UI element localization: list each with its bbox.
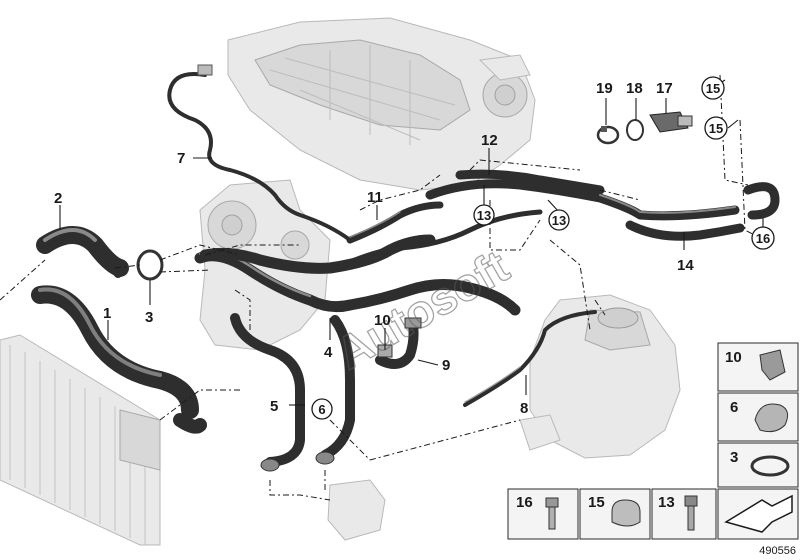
callout-14: 14 bbox=[677, 257, 694, 274]
hose-4-engine-main bbox=[194, 234, 521, 316]
hose-clamp-icon bbox=[750, 455, 790, 477]
radiator bbox=[0, 334, 161, 546]
callout-6-label: 6 bbox=[318, 402, 325, 417]
screw-icon bbox=[684, 495, 698, 531]
legend-label-16: 16 bbox=[516, 494, 533, 511]
callout-6-circled: 6 bbox=[311, 398, 333, 420]
legend-label-6: 6 bbox=[730, 399, 738, 416]
callout-3: 3 bbox=[145, 309, 153, 326]
hose-1-radiator-upper bbox=[31, 285, 207, 434]
leader-lines bbox=[59, 79, 764, 406]
callout-18: 18 bbox=[626, 80, 643, 97]
callout-4: 4 bbox=[324, 344, 333, 361]
hose-8-tank-line bbox=[463, 310, 597, 407]
callout-15b-label: 15 bbox=[709, 121, 723, 136]
legend-item-3: 3 bbox=[717, 442, 799, 488]
legend-item-16: 16 bbox=[507, 488, 579, 540]
callout-19: 19 bbox=[596, 80, 613, 97]
hose-11-upper-pipe bbox=[346, 201, 543, 263]
engine-cylinder-head bbox=[227, 17, 536, 191]
clip-icon bbox=[759, 349, 786, 381]
callout-7: 7 bbox=[177, 150, 185, 167]
callout-17: 17 bbox=[656, 80, 673, 97]
part-19-clamp bbox=[596, 125, 620, 145]
hose-2-upper-short bbox=[36, 226, 129, 278]
document-number: 490556 bbox=[759, 545, 796, 557]
expansion-tank bbox=[519, 294, 681, 459]
legend-item-10: 10 bbox=[717, 342, 799, 392]
callout-9: 9 bbox=[442, 357, 450, 374]
callout-16-circled: 16 bbox=[751, 226, 775, 250]
clamp-icon bbox=[611, 499, 641, 527]
callout-12: 12 bbox=[481, 132, 498, 149]
callout-13b-circled: 13 bbox=[548, 209, 570, 231]
legend-item-arrow bbox=[717, 488, 799, 540]
thermostat-housing bbox=[327, 479, 386, 541]
callout-5: 5 bbox=[270, 398, 278, 415]
callout-15a-label: 15 bbox=[706, 81, 720, 96]
part-3-clamp bbox=[136, 249, 164, 281]
callout-11: 11 bbox=[367, 189, 383, 206]
assembly-dash-lines bbox=[0, 74, 761, 501]
callout-2: 2 bbox=[54, 190, 62, 207]
legend-label-3: 3 bbox=[730, 449, 738, 466]
legend-item-15: 15 bbox=[579, 488, 651, 540]
part-18-oring bbox=[626, 119, 644, 141]
bolt-icon bbox=[545, 497, 559, 530]
bracket-icon bbox=[754, 403, 789, 433]
legend-item-6: 6 bbox=[717, 392, 799, 442]
callout-13a-circled: 13 bbox=[473, 204, 495, 226]
callout-15b-circled: 15 bbox=[704, 116, 728, 140]
hose-5-lower-vertical bbox=[230, 313, 355, 472]
callout-8: 8 bbox=[520, 400, 528, 417]
legend-item-13: 13 bbox=[651, 488, 717, 540]
hose-9-heater-feed bbox=[375, 317, 422, 369]
callout-13b-label: 13 bbox=[552, 213, 566, 228]
legend-label-10: 10 bbox=[725, 349, 742, 366]
callout-16-label: 16 bbox=[756, 231, 770, 246]
callout-13a-label: 13 bbox=[477, 208, 491, 223]
callout-1: 1 bbox=[103, 305, 111, 322]
callout-10: 10 bbox=[374, 312, 391, 329]
legend-label-13: 13 bbox=[658, 494, 675, 511]
legend-label-15: 15 bbox=[588, 494, 605, 511]
hose-7-vent-line bbox=[167, 64, 352, 242]
part-17-valve bbox=[649, 111, 693, 133]
direction-arrow-icon bbox=[724, 494, 793, 533]
hose-14-heater-return bbox=[425, 169, 780, 241]
callout-15a-circled: 15 bbox=[701, 76, 725, 100]
